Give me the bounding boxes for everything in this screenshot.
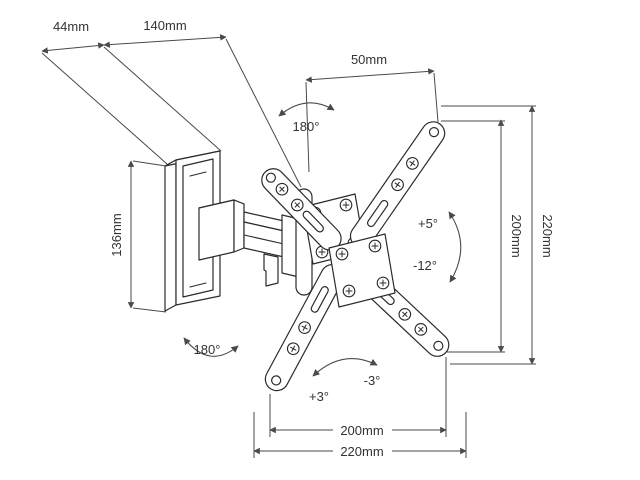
dim-label-200mm-right: 200mm xyxy=(509,214,524,257)
ext-line xyxy=(433,72,439,123)
dim-label-220mm-right: 220mm xyxy=(540,214,555,257)
screw-icon xyxy=(376,276,390,290)
arm-tip-hole xyxy=(271,375,282,386)
wall-plate-side-face xyxy=(164,159,177,312)
ext-line xyxy=(132,307,167,313)
angle-label-swivel-bottom: 180° xyxy=(194,342,221,357)
vesa-assembly xyxy=(261,121,450,392)
dim-label-140mm: 140mm xyxy=(143,18,186,33)
screw-icon xyxy=(339,198,353,212)
wall-plate-slot-top xyxy=(189,171,207,177)
dim-label-44mm: 44mm xyxy=(53,19,89,34)
wall-plate-front-face xyxy=(175,150,221,306)
dim-line-44 xyxy=(41,42,105,54)
dim-label-220mm-bottom: 220mm xyxy=(340,444,383,459)
labels: 44mm 140mm 50mm 136mm 200mm 220mm 200mm … xyxy=(53,18,555,459)
screw-icon xyxy=(342,284,356,298)
vesa-arm-upper-right xyxy=(349,121,446,249)
arm-tube-seam xyxy=(243,234,285,245)
screw-icon xyxy=(335,247,349,261)
dim-line-140 xyxy=(103,34,227,48)
tilt-arc xyxy=(448,211,462,283)
angle-label-tilt-down: -12° xyxy=(413,258,437,273)
arm-bracket-front xyxy=(198,199,235,261)
angle-label-tilt-up: +5° xyxy=(418,216,438,231)
angle-label-rotation-plus: +3° xyxy=(309,389,329,404)
arm-tip-hole xyxy=(428,127,440,138)
arm-tip-hole xyxy=(433,340,444,351)
vesa-front-plate xyxy=(328,233,396,308)
angle-label-swivel-top: 180° xyxy=(293,119,320,134)
ext-line xyxy=(103,46,222,152)
dim-label-200mm-bottom: 200mm xyxy=(340,423,383,438)
ext-line xyxy=(225,38,302,188)
dim-label-136mm: 136mm xyxy=(109,213,124,256)
ext-line xyxy=(305,81,310,173)
swivel-arc-bottom xyxy=(183,337,239,357)
ext-line xyxy=(132,160,167,167)
wall-plate-slot-bottom xyxy=(189,282,207,288)
ext-line xyxy=(41,52,168,165)
swivel-arc-top xyxy=(278,102,335,117)
wall-plate-inner-outline xyxy=(182,158,214,298)
wall-plate xyxy=(164,150,221,312)
angle-annotations xyxy=(183,102,462,377)
dimension-lines xyxy=(41,34,536,458)
mounting-arm xyxy=(198,199,300,287)
arm-bracket-side xyxy=(233,199,245,253)
cable-hook xyxy=(263,253,279,287)
screw-icon xyxy=(368,239,382,253)
arm-tip-hole xyxy=(265,172,276,183)
dim-label-50mm: 50mm xyxy=(351,52,387,67)
angle-label-rotation-minus: -3° xyxy=(364,373,381,388)
rotation-arc xyxy=(312,358,378,377)
dim-line-50 xyxy=(305,68,435,83)
